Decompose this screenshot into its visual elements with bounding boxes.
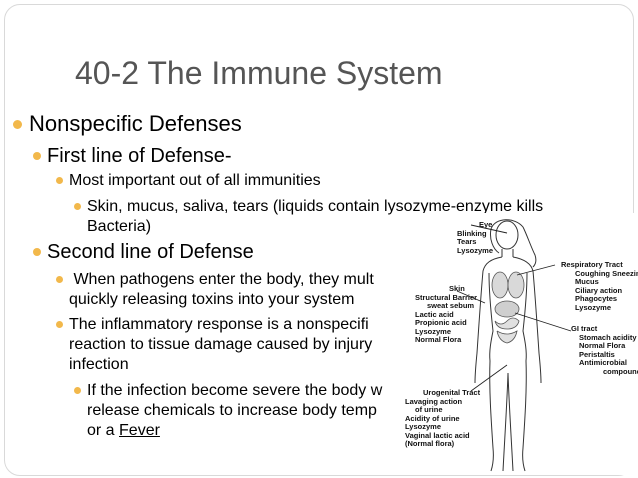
fever-link[interactable]: Fever <box>119 422 160 439</box>
immune-defenses-figure: Eye Blinking Tears Lysozyme Skin Structu… <box>395 213 638 475</box>
bullet-dot <box>56 276 63 283</box>
bullet-nonspecific-defenses: Nonspecific Defenses <box>13 113 242 135</box>
bullet-dot <box>74 387 81 394</box>
eye-defenses: Eye Blinking Tears Lysozyme <box>457 220 493 255</box>
body-outline-illustration <box>456 219 572 472</box>
gi-tract-defenses: GI tract Stomach acidity Normal Flora Pe… <box>571 324 638 376</box>
bullet-skin-mucus: Skin, mucus, saliva, tears (liquids cont… <box>74 197 543 237</box>
bullet-second-line: Second line of Defense <box>33 241 254 263</box>
bullet-most-important: Most important out of all immunities <box>56 171 321 191</box>
bullet-dot <box>33 248 41 256</box>
skin-defenses: Skin Structural Barrier sweat sebum Lact… <box>415 284 478 344</box>
slide-title: 40-2 The Immune System <box>75 55 443 91</box>
urogenital-tract-defenses: Urogenital Tract Lavaging action of urin… <box>405 388 481 448</box>
bullet-inflammatory-response: The inflammatory response is a nonspecif… <box>56 315 372 375</box>
bullet-dot <box>56 321 63 328</box>
respiratory-tract-defenses: Respiratory Tract Coughing Sneezing Mucu… <box>561 260 638 312</box>
bullet-dot <box>33 152 41 160</box>
bullet-dot <box>74 203 81 210</box>
bullet-severe-infection: If the infection become severe the body … <box>74 381 382 441</box>
bullet-dot <box>13 120 22 129</box>
bullet-first-line: First line of Defense- <box>33 145 232 167</box>
bullet-pathogens: When pathogens enter the body, they mult… <box>56 270 374 310</box>
bullet-dot <box>56 177 63 184</box>
